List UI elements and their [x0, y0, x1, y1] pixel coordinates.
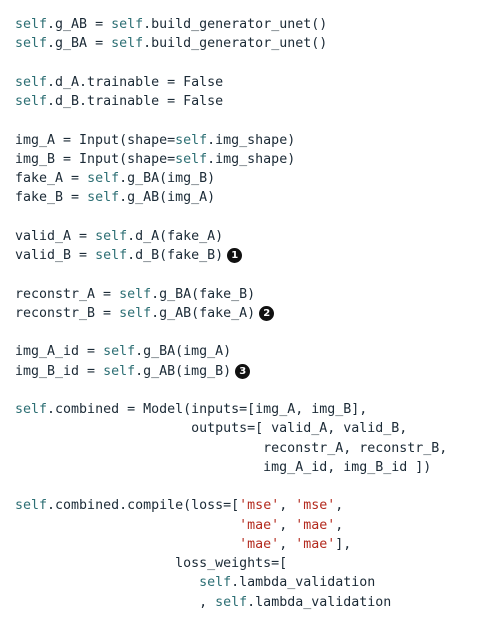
code-line: reconstr_A, reconstr_B, — [15, 439, 447, 458]
code-line-text: 'mae', 'mae', — [239, 517, 344, 533]
code-line: reconstr_A = self.g_BA(fake_B) — [15, 285, 447, 304]
code-line — [15, 54, 447, 73]
code-line-text: fake_A = self.g_BA(img_B) — [15, 171, 216, 186]
code-line: self.combined = Model(inputs=[img_A, img… — [15, 400, 447, 419]
code-line: loss_weights=[ — [15, 554, 447, 573]
code-line: self.d_B.trainable = False — [15, 92, 447, 111]
code-line: self.lambda_validation — [15, 573, 447, 592]
code-line-text: img_A_id, img_B_id ]) — [15, 459, 432, 475]
code-line-text: self.d_A.trainable = False — [15, 74, 224, 90]
code-line: self.combined.compile(loss=['mse', 'mse'… — [15, 496, 447, 515]
code-line: , self.lambda_validation — [15, 593, 447, 612]
code-line-text: loss_weights=[ — [15, 556, 288, 571]
callout-number-badge: 1 — [227, 248, 243, 263]
code-line-text: reconstr_A, reconstr_B, — [15, 440, 448, 456]
code-line-text: img_B = Input(shape=self.img_shape) — [15, 151, 296, 167]
code-line: outputs=[ valid_A, valid_B, — [15, 419, 447, 438]
code-line: 'mae', 'mae'], — [15, 535, 447, 554]
code-line: fake_A = self.g_BA(img_B) — [15, 169, 447, 188]
code-line-text: self.combined.compile(loss=['mse', 'mse'… — [15, 498, 344, 514]
code-line: self.g_BA = self.build_generator_unet() — [15, 34, 447, 53]
code-line: 'mae', 'mae', — [15, 516, 447, 535]
code-line: img_A = Input(shape=self.img_shape) — [15, 131, 447, 150]
code-line — [15, 208, 447, 227]
code-line-text: 'mae', 'mae'], — [239, 536, 352, 552]
code-line: img_A_id = self.g_BA(img_A) — [15, 342, 447, 361]
code-line-text: img_A_id = self.g_BA(img_A) — [15, 344, 232, 360]
callout-number-badge: 3 — [235, 363, 251, 379]
code-line: self.g_AB = self.build_generator_unet() — [15, 15, 447, 34]
callout-number-badge: 2 — [259, 305, 275, 321]
code-line-text: self.g_BA = self.build_generator_unet() — [15, 36, 328, 52]
code-line: valid_A = self.d_A(fake_A) — [15, 227, 447, 246]
code-line — [15, 323, 447, 342]
code-line-text: valid_B = self.d_B(fake_B) — [15, 248, 224, 263]
code-line: img_A_id, img_B_id ]) — [15, 458, 447, 477]
code-line: img_B_id = self.g_AB(img_B)3 — [15, 362, 447, 381]
code-line-text: reconstr_A = self.g_BA(fake_B) — [15, 286, 256, 302]
code-line — [15, 381, 447, 400]
code-line — [15, 265, 447, 284]
code-line — [15, 111, 447, 130]
code-line-text: , self.lambda_validation — [15, 594, 392, 610]
code-line — [15, 477, 447, 496]
code-line-text: valid_A = self.d_A(fake_A) — [15, 228, 224, 244]
code-line-text: outputs=[ valid_A, valid_B, — [15, 421, 408, 437]
code-line: img_B = Input(shape=self.img_shape) — [15, 150, 447, 169]
code-listing: self.g_AB = self.build_generator_unet()s… — [15, 15, 447, 612]
code-line: valid_B = self.d_B(fake_B)1 — [15, 246, 447, 265]
code-line-text: self.g_AB = self.build_generator_unet() — [15, 17, 328, 32]
code-line-text: self.combined = Model(inputs=[img_A, img… — [15, 402, 368, 417]
code-line: reconstr_B = self.g_AB(fake_A)2 — [15, 304, 447, 323]
code-line-text: reconstr_B = self.g_AB(fake_A) — [15, 305, 256, 321]
code-line-text: img_A = Input(shape=self.img_shape) — [15, 132, 296, 148]
code-line-text: self.d_B.trainable = False — [15, 94, 224, 109]
code-line-text: img_B_id = self.g_AB(img_B) — [15, 363, 232, 379]
code-line: self.d_A.trainable = False — [15, 73, 447, 92]
code-line-text: self.lambda_validation — [199, 575, 376, 591]
code-line: fake_B = self.g_AB(img_A) — [15, 188, 447, 207]
code-line-text: fake_B = self.g_AB(img_A) — [15, 190, 216, 206]
